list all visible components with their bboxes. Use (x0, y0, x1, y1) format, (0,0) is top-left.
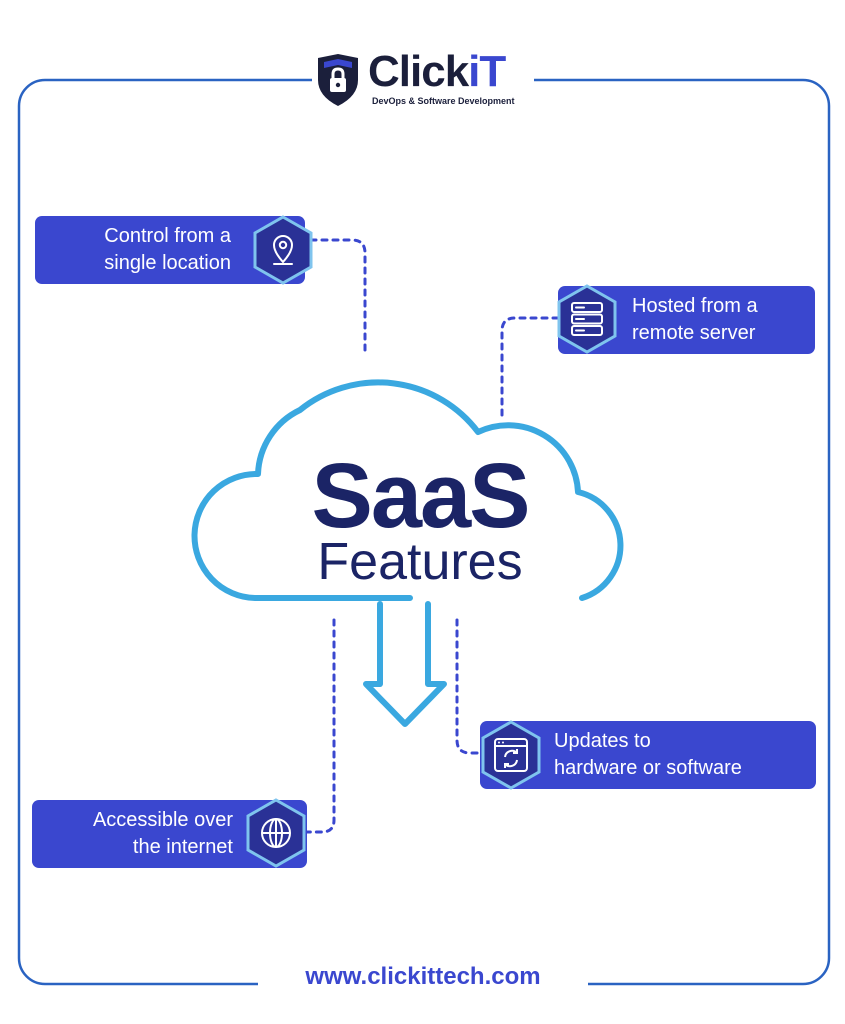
location-pin-icon (253, 215, 313, 285)
footer-url[interactable]: www.clickittech.com (258, 960, 588, 994)
feature-line1: Accessible over (92, 809, 233, 831)
globe-icon (246, 798, 306, 868)
feature-line2: hardware or software (554, 757, 742, 779)
shield-lock-icon (318, 54, 358, 106)
connector-hosted (500, 316, 560, 417)
feature-line2: the internet (132, 836, 233, 858)
feature-line1: Updates to (554, 730, 651, 752)
feature-line1: Hosted from a (632, 295, 758, 317)
clickit-logo: ClickiT DevOps & Software Development (312, 47, 534, 110)
diagram-subtitle: Features (317, 533, 523, 591)
cloud-outline (191, 379, 624, 601)
server-icon (557, 284, 617, 354)
download-arrow (363, 601, 447, 727)
logo-wordmark: ClickiT (368, 47, 506, 96)
feature-line1: Control from a (104, 225, 231, 247)
update-browser-icon (481, 720, 541, 790)
connector-accessible (302, 618, 336, 834)
feature-line2: remote server (632, 322, 756, 344)
logo-tagline: DevOps & Software Development (372, 96, 515, 106)
diagram-title: SaaS (311, 445, 530, 547)
feature-updates-hardware-software: Updates to hardware or software (480, 721, 816, 789)
connector-updates (455, 618, 484, 755)
feature-line2: single location (104, 252, 231, 274)
